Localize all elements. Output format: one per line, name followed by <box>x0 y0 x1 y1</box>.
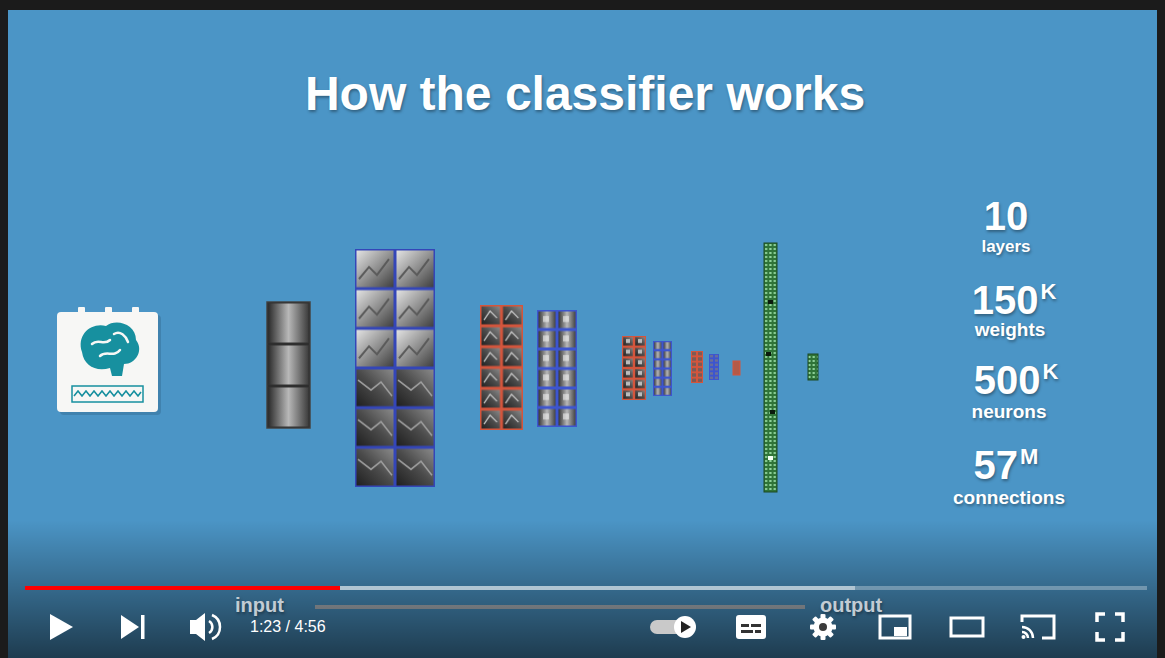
stat-value: 57 <box>974 445 1019 485</box>
stat-value: 150 <box>972 280 1039 320</box>
stat-value: 10 <box>984 196 1029 236</box>
stat-unit: K <box>1040 281 1056 303</box>
timeline-label: output <box>820 595 882 615</box>
input-frames <box>267 302 310 428</box>
video-time: 1:23 / 4:56 <box>250 619 326 635</box>
diagram-title: How the classifier works <box>305 70 865 118</box>
feature-maps <box>355 249 740 487</box>
stat-caption: layers <box>981 238 1030 255</box>
stat-unit: M <box>1020 446 1038 468</box>
stat-value: 500 <box>974 360 1041 400</box>
classifier-icon <box>57 307 161 415</box>
dense-layers <box>764 243 818 492</box>
progress-bar <box>25 586 1147 590</box>
controls-shade <box>8 520 1157 658</box>
stat-caption: connections <box>953 488 1065 507</box>
stat-unit: K <box>1042 361 1058 383</box>
stat-caption: weights <box>975 320 1046 339</box>
timeline-label: input <box>235 595 284 615</box>
stat-caption: neurons <box>972 402 1047 421</box>
player-icons <box>50 613 1123 641</box>
